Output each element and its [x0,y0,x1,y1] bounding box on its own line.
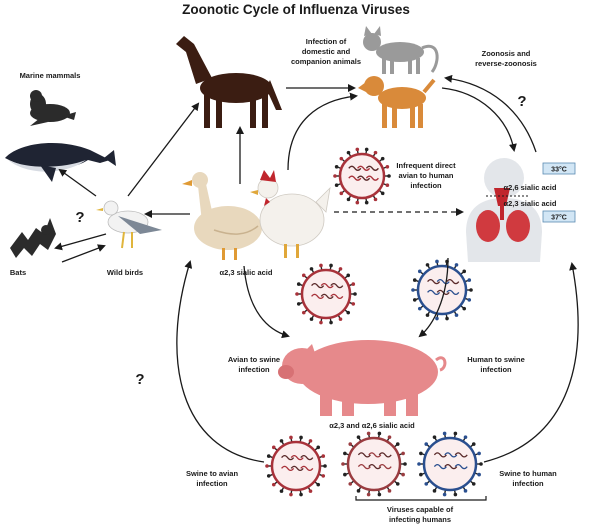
seagull-icon [96,200,162,249]
goose-icon [182,172,262,260]
label-human-swine-1: Human to swine [467,355,525,364]
label-domestic-1: Infection of [306,37,347,46]
label-temp-upper: 33°C [551,166,567,174]
arrow-human-to-companion [444,74,537,153]
arrow-bat-to-wildbird [61,244,106,263]
arrow-wildbird-to-whale [58,168,97,197]
arrow-human-to-swine [418,257,449,338]
cat-icon [363,26,439,74]
virus-reassortant-icon [341,431,407,497]
dog-icon [358,76,436,128]
label-human-swine-2: infection [480,365,512,374]
label-avian-swine-1: Avian to swine [228,355,280,364]
horse-icon [176,36,282,128]
label-avian-receptor: α2,3 sialic acid [220,268,273,277]
sea-lion-icon [30,90,76,126]
arrow-wildbird-to-bat [54,233,107,251]
virus-group [265,147,483,497]
arrow-companion-to-human [441,87,517,152]
chicken-icon [250,170,331,258]
arrow-swine-to-avian [176,260,265,463]
arrow-swine-to-human [483,262,579,463]
label-capable-2: infecting humans [389,515,451,524]
virus-swine-human-icon [417,431,483,497]
label-domestic-2: domestic and [302,47,351,56]
label-swine-avian-1: Swine to avian [186,469,239,478]
temp-box-upper [542,162,576,175]
label-human-upper-receptor: α2,6 sialic acid [504,183,557,192]
label-temp-lower: 37°C [551,214,567,222]
bat-icon [10,218,56,258]
label-bats: Bats [10,268,26,277]
diagram-title: Zoonotic Cycle of Influenza Viruses [182,2,410,17]
label-human-lower-receptor: α2,3 sialic acid [504,199,557,208]
arrow-avian-to-swine [243,265,290,339]
question-mark-zoonosis: ? [517,93,526,110]
label-avian-swine-2: infection [238,365,270,374]
label-swine-receptors: α2,3 and α2,6 sialic acid [329,421,415,430]
label-marine-mammals: Marine mammals [20,71,81,80]
label-capable-1: Viruses capable of [387,505,454,514]
human-respiratory-icon [466,158,542,262]
label-wild-birds: Wild birds [107,268,143,277]
question-mark-bats: ? [75,209,84,226]
label-direct-3: infection [410,181,442,190]
arrow-wildbird-to-horse [127,102,200,197]
temp-box-lower [542,210,576,223]
virus-avian-icon [295,263,357,325]
virus-human-icon [411,259,473,321]
virus-avian-direct-icon [333,147,391,205]
label-direct-1: Infrequent direct [396,161,456,170]
label-zoonosis-2: reverse-zoonosis [475,59,537,68]
arrow-group [54,74,579,463]
capable-viruses-bracket [355,496,487,501]
question-mark-swine-avian: ? [135,371,144,388]
arrow-poultry-to-companion [287,92,358,171]
label-swine-avian-2: infection [196,479,228,488]
virus-swine-avian-icon [265,435,327,497]
label-domestic-3: companion animals [291,57,361,66]
label-zoonosis-1: Zoonosis and [482,49,531,58]
pig-icon [278,340,447,416]
whale-icon [5,143,116,182]
label-swine-human-1: Swine to human [499,469,557,478]
label-direct-2: avian to human [398,171,453,180]
label-swine-human-2: infection [512,479,544,488]
